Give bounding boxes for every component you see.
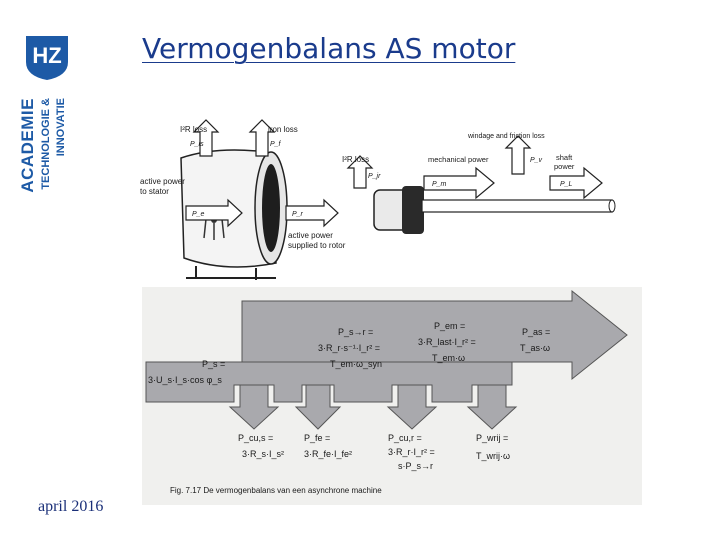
hz-logo: HZ [26,36,68,80]
active-rotor-label-1: active power [288,231,333,240]
shaft-power-symbol: P_L [560,181,573,188]
active-stator-label-2: to stator [140,187,169,196]
stator-loss-symbol: P_is [190,141,204,148]
arrow-iron-loss [248,119,276,157]
iron-loss-label: iron loss [268,125,298,134]
ps-label: P_s = [202,359,225,369]
slide-date: april 2016 [38,498,104,515]
pem-formula-1: 3·R_last·I_r² = [418,337,476,347]
arrow-shaft-power [549,166,603,200]
arrow-rotor-loss [346,155,374,189]
rotor-loss-label: I²R loss [342,155,369,164]
pr-symbol: P_r [292,211,304,218]
windage-symbol: P_v [530,157,543,164]
power-balance-figure: P_s = 3·U_s·I_s·cos φ_s P_s→r = 3·R_r·s⁻… [142,287,642,505]
windage-loss-label: windage and friction loss [467,133,545,140]
pas-label: P_as = [522,327,550,337]
pwrij-formula: T_wrij·ω [476,451,510,461]
pfe-formula: 3·R_fe·I_fe² [304,449,352,459]
loss-arrow-cu-stator [228,384,280,430]
ps-formula: 3·U_s·I_s·cos φ_s [148,375,222,385]
loss-arrow-friction [466,384,518,430]
technologie-label: TECHNOLOGIE & [40,98,52,190]
innovatie-label: INNOVATIE [55,98,67,157]
mechanical-power-label: mechanical power [428,155,489,164]
rotor-drawing [373,186,616,234]
psr-formula-2: T_em·ω_syn [330,359,382,369]
mechanical-power-symbol: P_m [432,181,447,188]
sidebar-branding: HZ ACADEMIE TECHNOLOGIE & INNOVATIE [0,0,90,540]
logo-text: HZ [32,43,61,68]
pcus-label: P_cu,s = [238,433,273,443]
active-stator-label-1: active power [140,177,185,186]
pfe-label: P_fe = [304,433,330,443]
arrow-mechanical-power [423,166,495,200]
arrow-active-power-rotor [285,198,339,228]
figure-caption: Fig. 7.17 De vermogenbalans van een asyn… [170,486,382,495]
stator-loss-label: I²R loss [180,125,207,134]
pcur-formula-2: s·P_s→r [398,461,433,471]
loss-arrow-cu-rotor [386,384,438,430]
pcus-formula: 3·R_s·I_s² [242,449,284,459]
iron-loss-symbol: P_f [270,141,282,148]
academie-label: ACADEMIE [18,98,37,193]
pem-label: P_em = [434,321,465,331]
pcur-formula-1: 3·R_r·I_r² = [388,447,435,457]
main-power-arrow-head [241,289,628,381]
shaft-power-label-1: shaft [556,153,573,162]
psr-formula-1: 3·R_r·s⁻¹·I_r² = [318,343,380,353]
pas-formula: T_as·ω [520,343,550,353]
pwrij-label: P_wrij = [476,433,508,443]
psr-label: P_s→r = [338,327,373,337]
shaft-power-label-2: power [554,162,575,171]
arrow-stator-loss [192,119,220,157]
motor-power-flow-figure: I²R loss P_is iron loss P_f windage and … [140,119,616,280]
rotor-loss-symbol: P_jr [368,173,381,180]
arrow-active-power-stator [185,198,243,228]
pcur-label: P_cu,r = [388,433,422,443]
pem-formula-2: T_em·ω [432,353,465,363]
main-power-band [145,361,513,403]
loss-arrow-iron [294,384,342,430]
active-rotor-label-2: supplied to rotor [288,241,346,250]
slide-title: Vermogenbalans AS motor [142,32,516,65]
pe-symbol: P_e [192,211,205,218]
arrow-windage-loss [504,135,532,175]
